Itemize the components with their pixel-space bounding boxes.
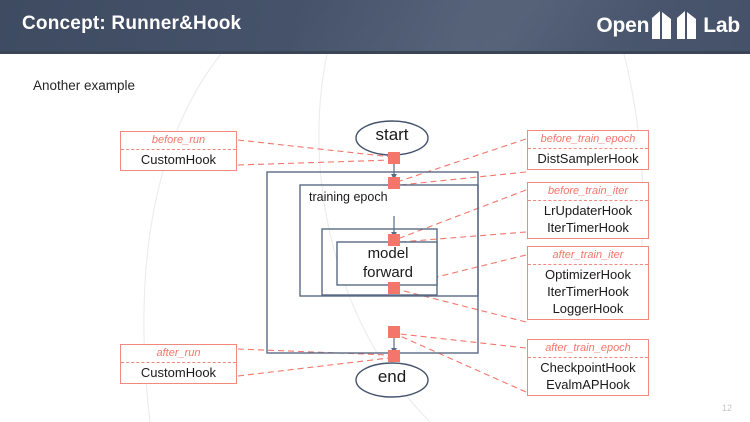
hook-title-after-train-iter: after_train_iter — [528, 247, 648, 265]
logo-mark-icon — [652, 11, 697, 39]
hook-title-after-run: after_run — [121, 345, 236, 363]
hook-items-after-run: CustomHook — [121, 363, 236, 383]
hook-title-before-train-epoch: before_train_epoch — [528, 131, 648, 149]
hook-item: EvalmAPHook — [546, 377, 630, 392]
hook-box-before-run: before_run CustomHook — [120, 131, 237, 171]
logo-text-lab: Lab — [703, 13, 740, 37]
hook-items-after-train-iter: OptimizerHook IterTimerHook LoggerHook — [528, 265, 648, 319]
hook-item: CheckpointHook — [540, 360, 636, 375]
hook-box-after-train-epoch: after_train_epoch CheckpointHook EvalmAP… — [527, 339, 649, 396]
logo-text-open: Open — [596, 13, 650, 37]
openmmlab-logo: Open Lab — [596, 8, 740, 42]
hook-item: IterTimerHook — [547, 220, 629, 235]
hook-box-after-train-iter: after_train_iter OptimizerHook IterTimer… — [527, 246, 649, 320]
hook-item: CustomHook — [140, 365, 217, 380]
hook-item: OptimizerHook — [545, 267, 631, 282]
hook-item: IterTimerHook — [547, 284, 629, 299]
model-forward-label: model forward — [339, 244, 437, 282]
hook-title-before-train-iter: before_train_iter — [528, 183, 648, 201]
hook-title-after-train-epoch: after_train_epoch — [528, 340, 648, 358]
page-number: 12 — [721, 403, 732, 413]
hook-item: LrUpdaterHook — [543, 203, 633, 218]
model-forward-label-line1: model — [367, 245, 409, 262]
header-bar — [0, 0, 750, 51]
hook-items-after-train-epoch: CheckpointHook EvalmAPHook — [528, 358, 648, 395]
training-epoch-label: training epoch — [309, 190, 388, 204]
hook-item: LoggerHook — [552, 301, 624, 316]
hook-item: DistSamplerHook — [537, 151, 639, 166]
hook-items-before-run: CustomHook — [121, 150, 236, 170]
start-node-label: start — [375, 125, 409, 144]
end-node-label: end — [377, 367, 407, 386]
hook-box-after-run: after_run CustomHook — [120, 344, 237, 384]
hook-item: CustomHook — [140, 152, 217, 167]
hook-items-before-train-iter: LrUpdaterHook IterTimerHook — [528, 201, 648, 238]
hook-title-before-run: before_run — [121, 132, 236, 150]
header-divider — [0, 51, 750, 54]
hook-box-before-train-epoch: before_train_epoch DistSamplerHook — [527, 130, 649, 170]
subtitle-text: Another example — [33, 78, 136, 93]
hook-items-before-train-epoch: DistSamplerHook — [528, 149, 648, 169]
page-title: Concept: Runner&Hook — [22, 13, 242, 34]
hook-box-before-train-iter: before_train_iter LrUpdaterHook IterTime… — [527, 182, 649, 239]
model-forward-label-line2: forward — [362, 264, 414, 281]
